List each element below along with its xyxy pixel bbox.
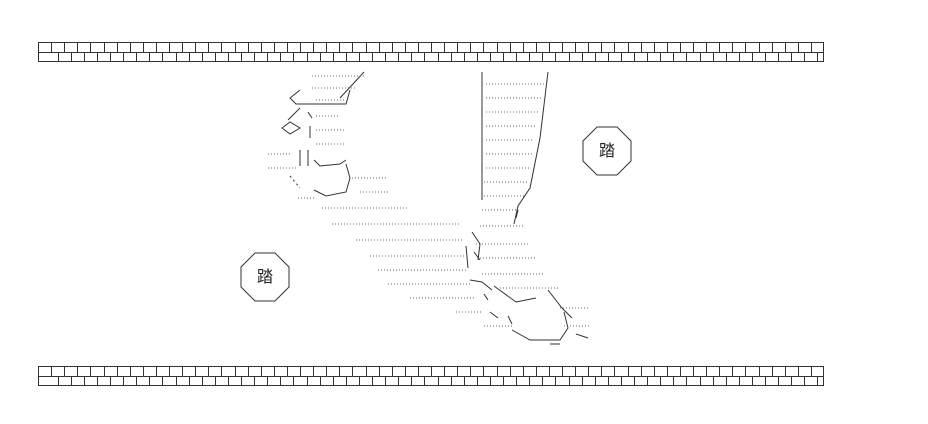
sound-effect-text: 踏 xyxy=(598,141,615,160)
ascii-art-boot-figure xyxy=(260,68,600,350)
sound-effect-text: 踏 xyxy=(256,267,273,286)
sound-effect-octagon-right: 踏 xyxy=(582,126,632,176)
film-strip-top xyxy=(38,42,824,62)
sound-effect-octagon-left: 踏 xyxy=(240,252,290,302)
film-strip-bottom xyxy=(38,366,824,386)
